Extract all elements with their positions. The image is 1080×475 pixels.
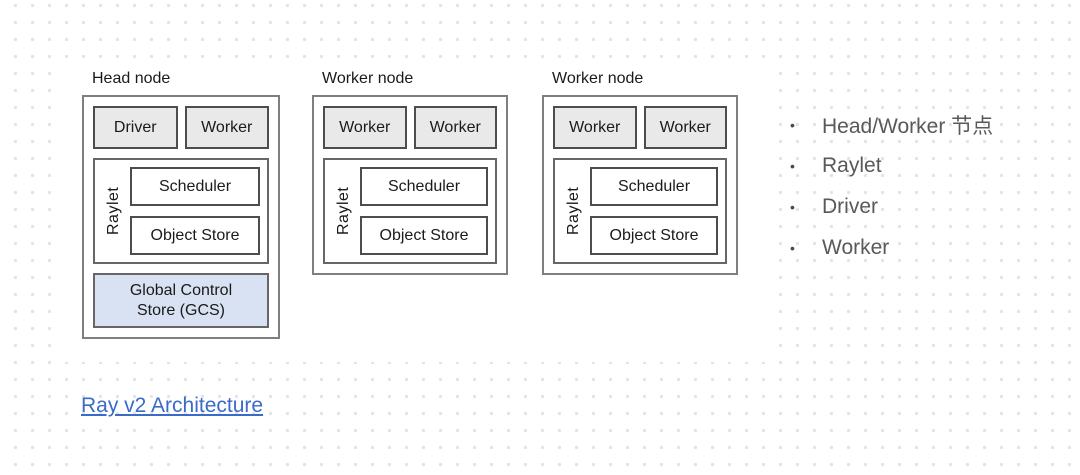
worker-box: Worker xyxy=(323,106,407,149)
object-store-box: Object Store xyxy=(590,216,718,255)
raylet-box: Raylet Scheduler Object Store xyxy=(553,158,727,264)
bullet-icon: • xyxy=(790,198,795,215)
raylet-components: Scheduler Object Store xyxy=(360,167,488,255)
bullet-list: • Head/Worker 节点 • Raylet • Driver • Wor… xyxy=(790,104,993,268)
raylet-components: Scheduler Object Store xyxy=(130,167,260,255)
gcs-line1: Global Control xyxy=(129,281,233,299)
worker-node-2-box: Worker Worker Raylet Scheduler Object St… xyxy=(542,95,738,275)
gcs-line2: Store (GCS) xyxy=(136,301,225,319)
scheduler-box: Scheduler xyxy=(590,167,718,206)
worker-node-1-label: Worker node xyxy=(322,70,414,87)
worker-node-2-label: Worker node xyxy=(552,70,644,87)
list-item: • Raylet xyxy=(790,145,993,186)
list-item: • Head/Worker 节点 xyxy=(790,104,993,145)
bullet-text-head-worker-node: Head/Worker 节点 xyxy=(822,114,994,138)
scheduler-box: Scheduler xyxy=(130,167,260,206)
bullet-text-worker: Worker xyxy=(822,235,890,259)
worker-node-1-box: Worker Worker Raylet Scheduler Object St… xyxy=(312,95,508,275)
worker-node-1-group: Worker node Worker Worker Raylet Schedul… xyxy=(312,70,508,275)
bullet-icon: • xyxy=(790,157,795,174)
scheduler-box: Scheduler xyxy=(360,167,488,206)
bullet-text-raylet: Raylet xyxy=(822,153,882,177)
bullet-icon: • xyxy=(790,116,795,133)
head-node-label: Head node xyxy=(92,70,171,87)
raylet-box: Raylet Scheduler Object Store xyxy=(93,158,269,264)
worker-node-2-group: Worker node Worker Worker Raylet Schedul… xyxy=(542,70,738,275)
head-node-group: Head node Driver Worker Raylet Scheduler… xyxy=(82,70,280,339)
worker-box: Worker xyxy=(643,106,727,149)
process-row: Worker Worker xyxy=(323,106,497,149)
bullet-icon: • xyxy=(790,239,795,256)
raylet-box: Raylet Scheduler Object Store xyxy=(323,158,497,264)
worker-box: Worker xyxy=(413,106,497,149)
bullet-text-driver: Driver xyxy=(822,194,878,218)
global-control-store-box: Global Control Store (GCS) xyxy=(93,273,269,328)
worker-box: Worker xyxy=(553,106,637,149)
driver-box: Driver xyxy=(93,106,178,149)
raylet-label: Raylet xyxy=(335,186,352,236)
head-node-box: Driver Worker Raylet Scheduler Object St… xyxy=(82,95,280,339)
process-row: Driver Worker xyxy=(93,106,269,149)
raylet-label: Raylet xyxy=(105,186,122,236)
raylet-components: Scheduler Object Store xyxy=(590,167,718,255)
process-row: Worker Worker xyxy=(553,106,727,149)
list-item: • Driver xyxy=(790,186,993,227)
architecture-diagram: Head node Driver Worker Raylet Scheduler… xyxy=(64,58,766,362)
list-item: • Worker xyxy=(790,227,993,268)
ray-v2-architecture-link[interactable]: Ray v2 Architecture xyxy=(81,394,264,417)
object-store-box: Object Store xyxy=(360,216,488,255)
worker-box: Worker xyxy=(184,106,269,149)
raylet-label: Raylet xyxy=(565,186,582,236)
object-store-box: Object Store xyxy=(130,216,260,255)
